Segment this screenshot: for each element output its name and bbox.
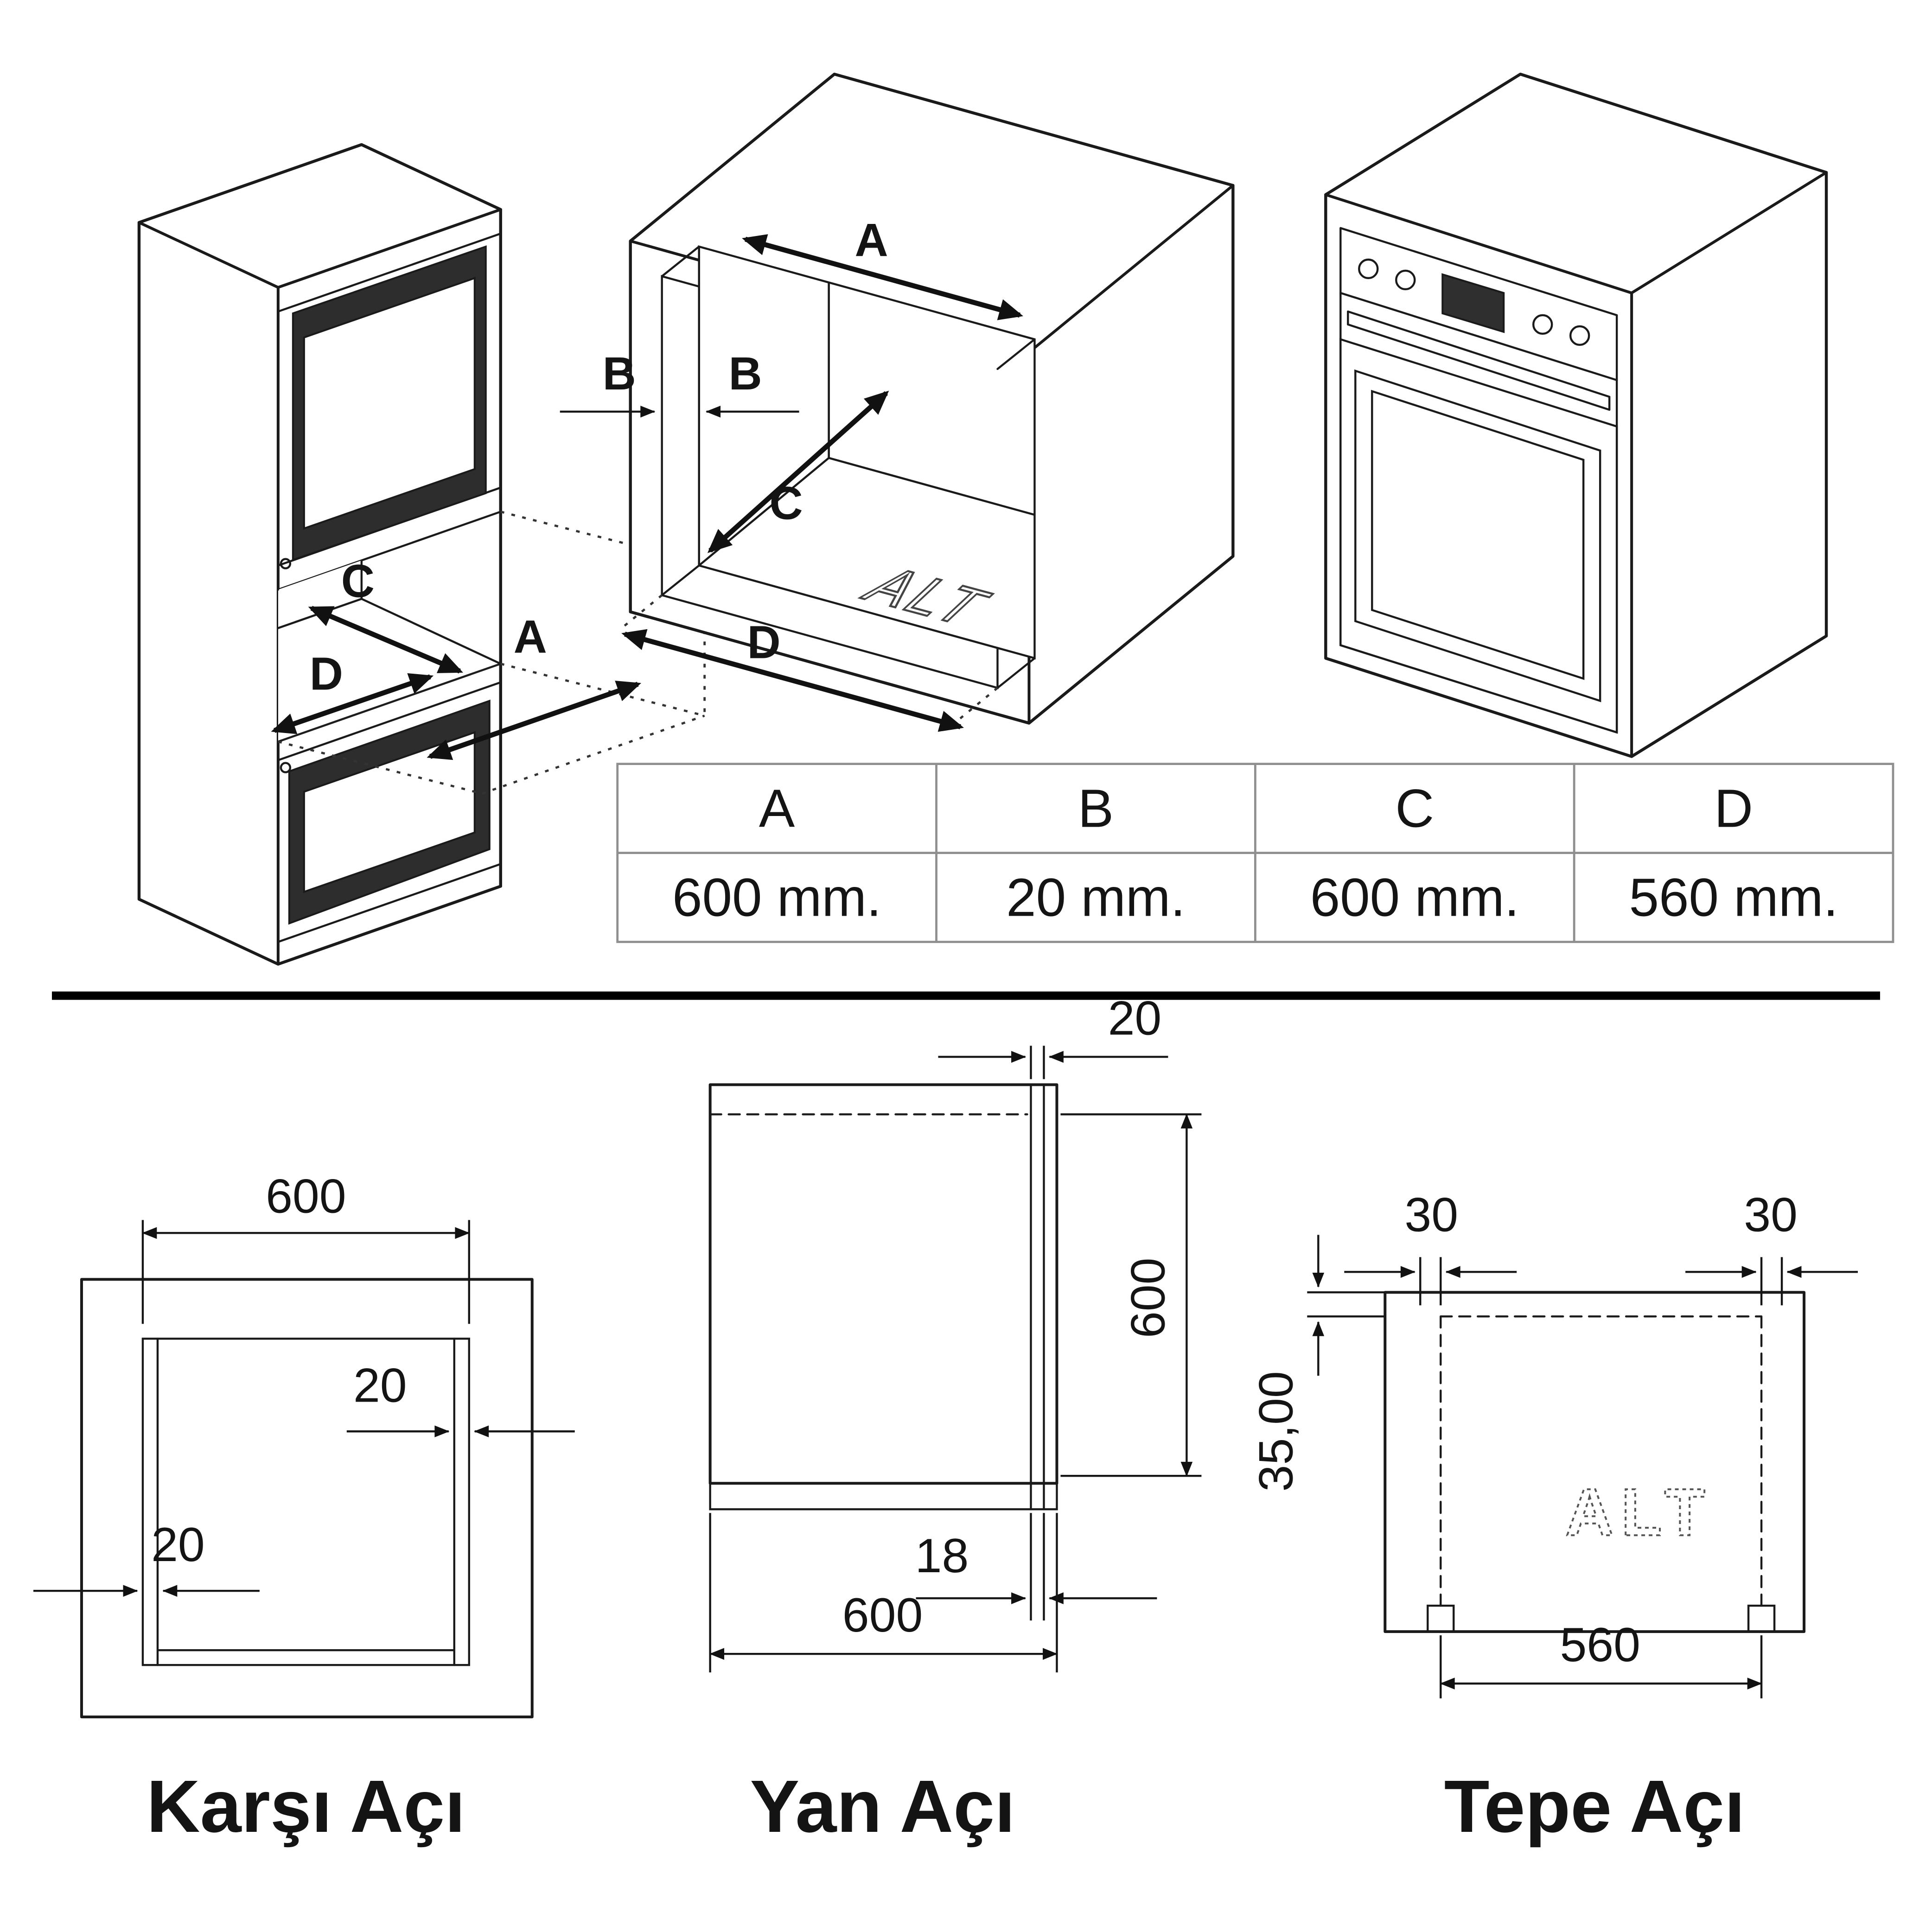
- label-a-cabinet: A: [514, 611, 547, 663]
- label-b-left: B: [603, 348, 636, 400]
- dim-back-panel-side: 20: [938, 991, 1168, 1079]
- table-value-b: 20 mm.: [1006, 867, 1186, 928]
- side-view: 20 600 18 600 Yan Açı: [708, 991, 1202, 1848]
- dim-wall-left-front: 20: [33, 1518, 260, 1597]
- oven-knob: [1532, 314, 1553, 335]
- dim-width-side: 600: [709, 1513, 1058, 1673]
- top-view: 30 30 35,00 ALT 560 Tepe Açı: [1249, 1188, 1858, 1848]
- side-body: [708, 1083, 1058, 1485]
- top-body: [1384, 1291, 1806, 1633]
- table-value-d: 560 mm.: [1629, 867, 1838, 928]
- label-d-cabinet: D: [310, 648, 343, 700]
- label-a-cavity: A: [854, 214, 888, 266]
- label-d-cavity: D: [747, 617, 781, 669]
- dim-label-20-side: 20: [1108, 991, 1162, 1045]
- dim-label-600-side: 600: [842, 1588, 923, 1642]
- dim-arrow-d-cavity: D: [621, 617, 964, 732]
- hinge-dot-upper: [280, 558, 292, 569]
- hinge-dot-lower: [280, 762, 292, 773]
- label-b-right: B: [729, 348, 762, 400]
- cabinet-body: [137, 143, 502, 966]
- built-in-oven: [1339, 227, 1618, 734]
- dim-gap-left-top: 30: [1344, 1188, 1517, 1306]
- table-value-a: 600 mm.: [672, 867, 881, 928]
- dim-height-side: 600: [1060, 1113, 1202, 1477]
- oven-knob: [1358, 258, 1379, 280]
- oven-door-window: [1354, 369, 1601, 702]
- dim-front-offset-top: 35,00: [1249, 1235, 1385, 1492]
- dim-label-600-height: 600: [1121, 1258, 1175, 1338]
- dim-arrow-c-cavity: C: [707, 390, 889, 553]
- alt-top-marking: ALT: [1566, 1475, 1713, 1549]
- dimension-table: A B C D 600 mm. 20 mm. 600 mm. 560 mm.: [616, 763, 1894, 943]
- wall-thickness-ring: [661, 245, 1036, 689]
- front-notch-left: [1427, 1604, 1455, 1633]
- dim-wall-right-front: 20: [346, 1358, 575, 1438]
- side-bottom-panel: [709, 1482, 1058, 1511]
- dim-label-20-left: 20: [151, 1518, 205, 1572]
- table-header-b: B: [1078, 778, 1114, 839]
- iso-oven-cabinet: [1324, 72, 1828, 758]
- dim-arrow-c-cabinet: C: [308, 555, 463, 674]
- front-opening: [141, 1338, 470, 1666]
- table-header-c: C: [1395, 778, 1434, 839]
- caption-top-view: Tepe Açı: [1444, 1765, 1745, 1848]
- caption-front-view: Karşı Açı: [147, 1765, 465, 1848]
- front-outer-frame: [80, 1278, 534, 1719]
- oven-display: [1441, 273, 1505, 333]
- iso-tall-cabinet: C D A: [137, 143, 706, 966]
- table-header-d: D: [1714, 778, 1753, 839]
- dim-arrow-d-cabinet: D: [271, 648, 434, 734]
- dim-label-20-right: 20: [353, 1358, 407, 1412]
- caption-side-view: Yan Açı: [750, 1765, 1015, 1848]
- dim-label-560: 560: [1560, 1618, 1640, 1672]
- dim-gap-right-top: 30: [1685, 1188, 1858, 1306]
- label-c-cavity: C: [769, 478, 803, 529]
- oven-handle: [1347, 310, 1611, 411]
- dim-width-front: 600: [141, 1169, 470, 1324]
- oven-door: [1339, 338, 1618, 734]
- dim-panel-18-side: 18: [915, 1513, 1157, 1621]
- dim-label-30-right: 30: [1744, 1188, 1798, 1242]
- iso-cavity-box: ALT A B B C D: [560, 72, 1235, 732]
- dim-arrow-a-cavity: A: [742, 214, 1023, 320]
- front-notch-right: [1747, 1604, 1776, 1633]
- front-view: 600 20 20 Karşı Açı: [33, 1169, 575, 1848]
- dim-label-30-left: 30: [1404, 1188, 1458, 1242]
- dim-width-top: 560: [1440, 1618, 1763, 1699]
- dim-label-35: 35,00: [1249, 1371, 1303, 1492]
- oven-knob: [1569, 325, 1590, 346]
- upper-door: [292, 245, 487, 561]
- oven-knob: [1395, 269, 1416, 291]
- dim-arrow-a-cabinet: A: [427, 611, 642, 760]
- table-header-a: A: [759, 778, 795, 839]
- dim-label-600-front: 600: [266, 1169, 346, 1223]
- table-value-c: 600 mm.: [1310, 867, 1519, 928]
- label-c-cabinet: C: [341, 555, 375, 607]
- dim-label-18: 18: [915, 1529, 969, 1583]
